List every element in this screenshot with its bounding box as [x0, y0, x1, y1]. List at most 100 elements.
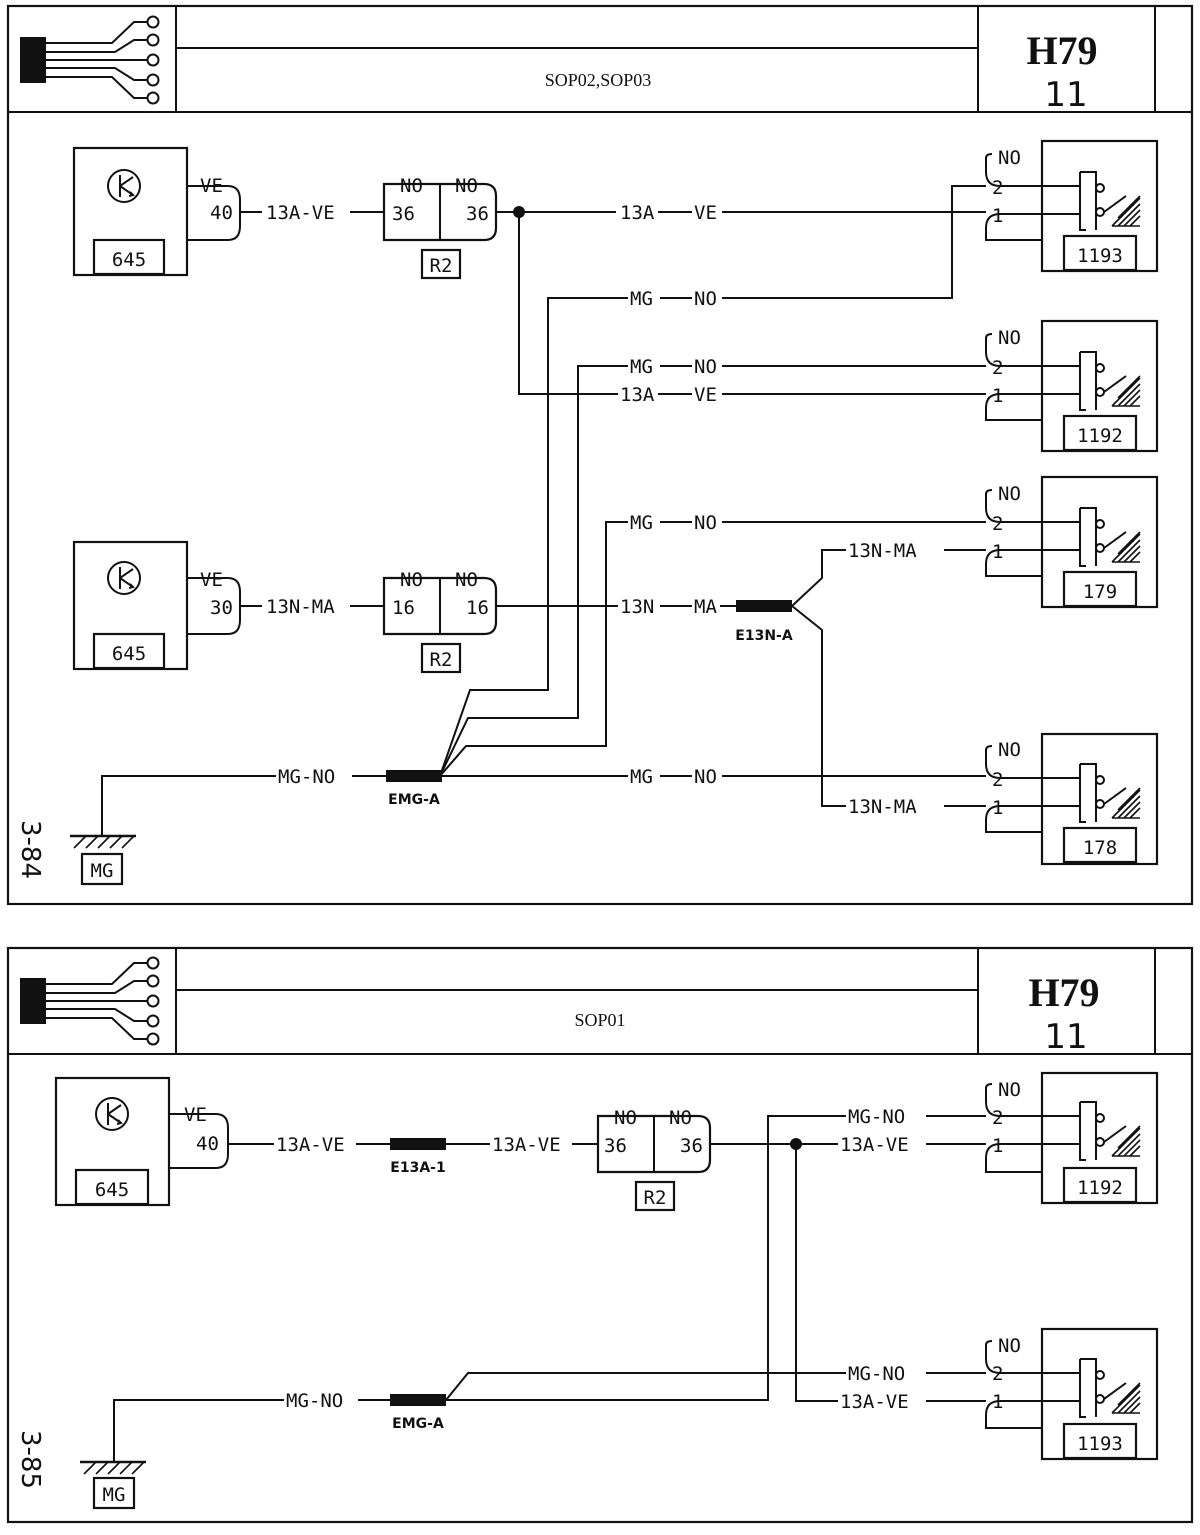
svg-text:R2: R2: [430, 649, 453, 671]
svg-text:645: 645: [112, 643, 146, 665]
switch-1193-top: 1193 NO 2 1: [985, 139, 1159, 273]
splice-emg-a: [386, 770, 442, 782]
svg-text:MG-NO: MG-NO: [286, 1390, 343, 1412]
svg-text:30: 30: [210, 597, 233, 619]
wires-top: 13A-VE 13A VE MG NO MG NO 13A VE MG: [101, 185, 986, 836]
svg-text:NO: NO: [694, 356, 717, 378]
diagram-title: H79: [1026, 28, 1097, 73]
frame-top: [6, 4, 1194, 906]
ground-bottom: MG: [80, 1460, 146, 1510]
diagram-top: SOP02,SOP03 H79 11 3-84 645 VE 40 NO NO …: [6, 4, 1194, 906]
svg-text:2: 2: [992, 1363, 1003, 1385]
svg-text:MG: MG: [630, 766, 653, 788]
switch-1192-bottom: 1192 NO 2 1: [985, 1071, 1159, 1205]
svg-text:1: 1: [992, 541, 1003, 563]
svg-text:NO: NO: [455, 175, 478, 197]
svg-text:MG-NO: MG-NO: [848, 1106, 905, 1128]
svg-text:MG: MG: [630, 288, 653, 310]
svg-text:2: 2: [992, 513, 1003, 535]
svg-text:13N-MA: 13N-MA: [848, 540, 917, 562]
page-number: 11: [1044, 1017, 1087, 1057]
svg-text:36: 36: [466, 203, 489, 225]
svg-text:NO: NO: [694, 288, 717, 310]
page-number: 11: [1044, 75, 1087, 115]
svg-text:13A: 13A: [620, 384, 655, 406]
ecu-icon: [107, 169, 141, 203]
frame-bottom: [6, 946, 1194, 1524]
svg-text:2: 2: [992, 357, 1003, 379]
diagram-bottom: SOP01 H79 11 3-85 645 VE 40 NO NO 36 36 …: [6, 946, 1194, 1524]
svg-text:NO: NO: [694, 766, 717, 788]
svg-text:13A-VE: 13A-VE: [840, 1391, 909, 1413]
svg-text:NO: NO: [998, 1335, 1021, 1357]
svg-text:EMG-A: EMG-A: [388, 792, 440, 808]
svg-text:13N: 13N: [620, 596, 654, 618]
svg-text:MG: MG: [91, 860, 114, 882]
svg-text:R2: R2: [430, 255, 453, 277]
svg-text:179: 179: [1083, 581, 1117, 603]
svg-text:MG: MG: [630, 356, 653, 378]
svg-text:36: 36: [680, 1135, 703, 1157]
svg-text:VE: VE: [694, 384, 717, 406]
svg-text:NO: NO: [669, 1107, 692, 1129]
svg-text:645: 645: [95, 1179, 129, 1201]
component-645-a: 645 VE 40: [72, 146, 241, 277]
svg-text:16: 16: [466, 597, 489, 619]
svg-text:40: 40: [210, 202, 233, 224]
svg-text:13A-VE: 13A-VE: [266, 202, 335, 224]
splice-e13a-1: [390, 1138, 446, 1150]
svg-text:13A-VE: 13A-VE: [492, 1134, 561, 1156]
side-label: 3-85: [15, 1430, 45, 1489]
svg-text:NO: NO: [998, 1079, 1021, 1101]
svg-text:NO: NO: [998, 483, 1021, 505]
side-label: 3-84: [15, 820, 45, 879]
svg-text:178: 178: [1083, 837, 1117, 859]
svg-text:NO: NO: [614, 1107, 637, 1129]
diagram-title: H79: [1028, 970, 1099, 1015]
svg-text:36: 36: [392, 203, 415, 225]
svg-text:MG: MG: [630, 512, 653, 534]
svg-text:1: 1: [992, 385, 1003, 407]
svg-text:EMG-A: EMG-A: [392, 1416, 444, 1432]
switch-1193-bottom: 1193 NO 2 1: [985, 1327, 1159, 1461]
switch-1192-top: 1192 NO 2 1: [985, 319, 1159, 453]
svg-text:NO: NO: [694, 512, 717, 534]
svg-text:1192: 1192: [1077, 425, 1123, 447]
svg-text:13N-MA: 13N-MA: [266, 596, 335, 618]
svg-text:13A: 13A: [620, 202, 655, 224]
svg-text:NO: NO: [998, 327, 1021, 349]
svg-text:VE: VE: [200, 175, 223, 197]
wires-bottom: 13A-VE E13A-1 13A-VE 13A-VE MG-NO 13A-VE…: [113, 1106, 986, 1462]
splice-emg-a: [390, 1394, 446, 1406]
svg-text:VE: VE: [184, 1104, 207, 1126]
svg-text:MG: MG: [103, 1484, 126, 1506]
svg-text:MG-NO: MG-NO: [848, 1363, 905, 1385]
svg-text:1: 1: [992, 205, 1003, 227]
svg-text:E13N-A: E13N-A: [735, 628, 793, 644]
svg-text:1: 1: [992, 1135, 1003, 1157]
svg-text:16: 16: [392, 597, 415, 619]
svg-text:NO: NO: [400, 569, 423, 591]
component-645-c: 645 VE 40: [54, 1076, 229, 1207]
svg-text:R2: R2: [644, 1187, 667, 1209]
svg-text:40: 40: [196, 1133, 219, 1155]
svg-text:VE: VE: [200, 569, 223, 591]
svg-text:1193: 1193: [1077, 245, 1123, 267]
ecu-icon: [107, 561, 141, 595]
component-r2-c: NO NO 36 36 R2: [596, 1107, 712, 1212]
svg-text:VE: VE: [694, 202, 717, 224]
component-645-b: 645 VE 30: [72, 540, 241, 671]
svg-text:E13A-1: E13A-1: [390, 1160, 445, 1176]
svg-text:2: 2: [992, 1107, 1003, 1129]
svg-text:MG-NO: MG-NO: [278, 766, 335, 788]
component-r2-a: NO NO 36 36 R2: [382, 175, 498, 280]
svg-text:NO: NO: [998, 147, 1021, 169]
svg-text:1192: 1192: [1077, 1177, 1123, 1199]
ground-top: MG: [70, 834, 136, 886]
svg-text:NO: NO: [998, 739, 1021, 761]
svg-text:NO: NO: [400, 175, 423, 197]
svg-text:13N-MA: 13N-MA: [848, 796, 917, 818]
svg-text:1193: 1193: [1077, 1433, 1123, 1455]
